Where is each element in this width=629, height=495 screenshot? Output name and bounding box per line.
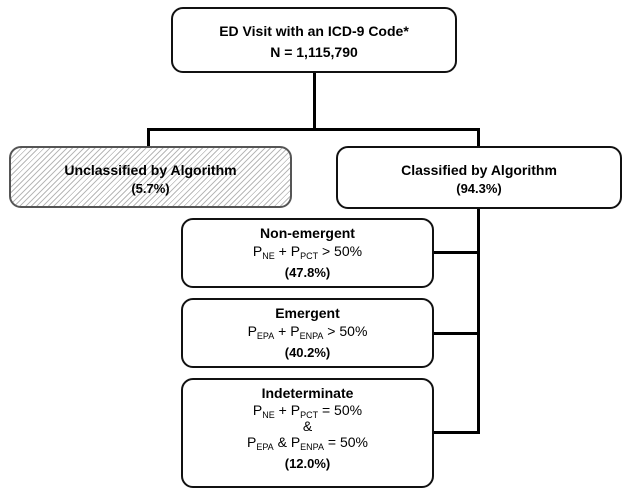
connector-to-emergent bbox=[433, 332, 480, 335]
emergent-node-formula: PEPA + PENPA > 50% bbox=[247, 323, 368, 341]
classified-node-title: Classified by Algorithm bbox=[401, 162, 557, 178]
nonemergent-node-box: Non-emergent PNE + PPCT > 50% (47.8%) bbox=[181, 218, 434, 288]
connector-classified-trunk bbox=[477, 208, 480, 434]
emergent-node-percent: (40.2%) bbox=[284, 345, 331, 360]
unclassified-node-title: Unclassified by Algorithm bbox=[64, 162, 237, 178]
nonemergent-node-title: Non-emergent bbox=[260, 225, 355, 241]
classified-node-percent: (94.3%) bbox=[456, 181, 502, 196]
connector-to-unclassified bbox=[147, 128, 150, 146]
nonemergent-node-formula: PNE + PPCT > 50% bbox=[252, 243, 363, 261]
root-node-box: ED Visit with an ICD-9 Code* N = 1,115,7… bbox=[171, 7, 457, 73]
indeterminate-node-formula-2: PEPA & PENPA = 50% bbox=[247, 434, 368, 452]
root-node-title: ED Visit with an ICD-9 Code* bbox=[219, 23, 409, 39]
indeterminate-node-percent: (12.0%) bbox=[284, 456, 331, 471]
emergent-node-box: Emergent PEPA + PENPA > 50% (40.2%) bbox=[181, 298, 434, 368]
connector-root-down bbox=[313, 72, 316, 130]
root-node-count: N = 1,115,790 bbox=[270, 44, 358, 60]
nonemergent-node-percent: (47.8%) bbox=[284, 265, 331, 280]
indeterminate-node-formula-1: PNE + PPCT = 50% bbox=[252, 402, 363, 420]
connector-to-indeterminate bbox=[433, 431, 480, 434]
indeterminate-node-title: Indeterminate bbox=[261, 385, 354, 401]
connector-to-classified bbox=[477, 128, 480, 146]
indeterminate-node-ampersand: & bbox=[302, 418, 313, 434]
indeterminate-node-box: Indeterminate PNE + PPCT = 50% & PEPA & … bbox=[181, 378, 434, 488]
connector-horizontal-split bbox=[147, 128, 480, 131]
connector-to-nonemergent bbox=[433, 251, 480, 254]
emergent-node-title: Emergent bbox=[275, 305, 340, 321]
unclassified-node-box: Unclassified by Algorithm (5.7%) bbox=[9, 146, 292, 208]
unclassified-node-percent: (5.7%) bbox=[131, 181, 170, 196]
classified-node-box: Classified by Algorithm (94.3%) bbox=[336, 146, 622, 209]
